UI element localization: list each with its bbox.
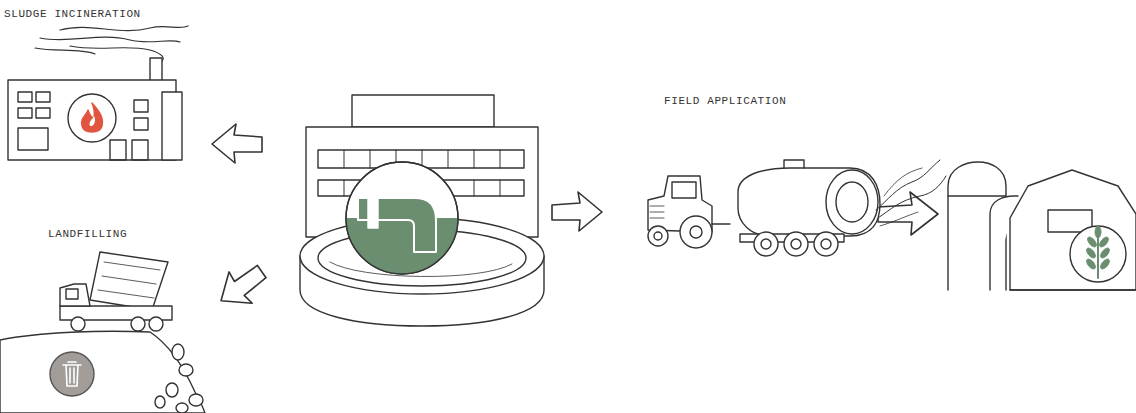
illustration-node: SLUDGE INCINERATION	[4, 8, 200, 164]
tractor-tanker	[648, 160, 946, 256]
node-heading: LANDFILLING	[48, 228, 127, 240]
farm	[948, 162, 1136, 290]
illustration-node: FIELD APPLICATION	[664, 95, 904, 250]
flow-arrow	[210, 124, 938, 317]
incinerator-building	[8, 58, 182, 160]
smoke	[35, 26, 188, 62]
node-heading: FIELD APPLICATION	[664, 95, 786, 107]
node-heading: SLUDGE INCINERATION	[4, 8, 141, 20]
dump-truck	[60, 252, 172, 331]
treatment-plant	[300, 95, 544, 326]
landfill	[0, 331, 205, 413]
illustration-node: LANDFILLING	[48, 228, 208, 413]
